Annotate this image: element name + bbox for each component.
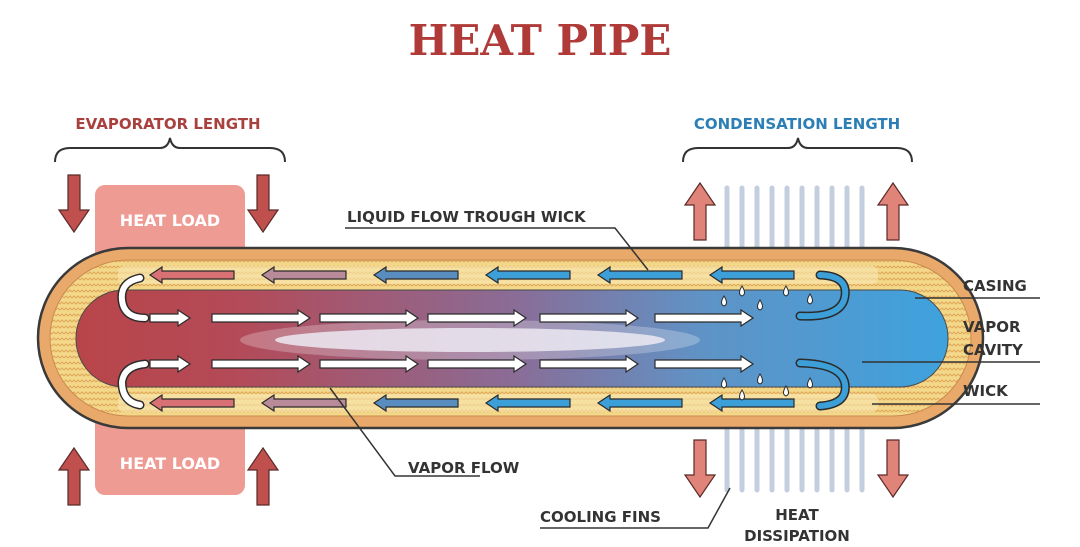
liquid-arrow-icon [484,265,571,285]
vapor-arrow-icon [654,308,755,328]
liquid-arrow-icon [708,393,795,413]
curved-arrows [117,270,850,411]
droplet-icon [739,389,745,401]
vapor-arrow-icon [319,354,420,374]
up-arrow-icon [57,446,91,506]
liquid-arrow-icon [148,265,235,285]
vapor-arrow-icon [539,308,640,328]
down-arrow-icon [57,174,91,234]
liquid-arrow-icon [484,393,571,413]
liquid-flow-label: LIQUID FLOW TROUGH WICK [347,208,587,226]
liquid-flow-arrows-bottom [148,393,795,413]
diagram-title: HEAT PIPE [409,16,672,65]
liquid-flow-arrows-top [148,265,795,285]
droplet-icon [739,285,745,297]
casing-label: CASING [963,277,1027,295]
droplet-icon [807,377,813,389]
vapor-cavity-label-line2: CAVITY [963,341,1024,359]
droplet-icon [721,377,727,389]
cooling-fins-label: COOLING FINS [540,508,661,526]
droplet-icon [757,299,763,311]
up-arrow-icon [876,181,910,241]
evaporator-brace-icon [54,137,286,163]
droplet-icon [783,385,789,397]
vapor-cavity-label-line1: VAPOR [963,318,1021,336]
vapor-arrow-icon [149,308,192,328]
vapor-arrow-icon [427,354,528,374]
condensation-brace-icon [682,137,913,163]
liquid-arrow-icon [372,393,459,413]
down-arrow-icon [876,439,910,499]
droplet-icon [757,373,763,385]
callout-lines [329,227,1040,529]
vapor-cloud-glow [240,320,700,360]
droplet-icon [783,285,789,297]
heat-load-top-label: HEAT LOAD [120,211,220,230]
down-arrow-icon [246,174,280,234]
vapor-arrow-icon [149,354,192,374]
liquid-arrow-icon [260,265,347,285]
vapor-arrow-icon [427,308,528,328]
down-arrow-icon [683,439,717,499]
heat-dissipation-label-line2: DISSIPATION [744,527,850,545]
up-arrow-icon [683,181,717,241]
condensate-droplets [721,285,813,401]
vapor-arrow-icon [211,354,312,374]
vapor-arrow-icon [539,354,640,374]
heat-in-arrows [57,174,280,506]
heat-load-bottom-label: HEAT LOAD [120,454,220,473]
liquid-arrow-icon [596,393,683,413]
droplet-icon [807,293,813,305]
vapor-arrow-icon [211,308,312,328]
liquid-arrow-icon [148,393,235,413]
liquid-arrow-icon [708,265,795,285]
liquid-arrow-icon [372,265,459,285]
wick-label: WICK [963,382,1009,400]
vapor-arrow-icon [654,354,755,374]
up-arrow-icon [246,446,280,506]
vapor-cloud [275,328,665,352]
liquid-arrow-icon [596,265,683,285]
heat-out-arrows [683,181,910,499]
condensation-length-label: CONDENSATION LENGTH [694,115,900,133]
vapor-flow-arrows [149,308,755,374]
droplet-icon [721,295,727,307]
heat-dissipation-label-line1: HEAT [775,506,819,524]
vapor-flow-label: VAPOR FLOW [408,459,520,477]
vapor-arrow-icon [319,308,420,328]
evaporator-length-label: EVAPORATOR LENGTH [75,115,260,133]
liquid-arrow-icon [260,393,347,413]
